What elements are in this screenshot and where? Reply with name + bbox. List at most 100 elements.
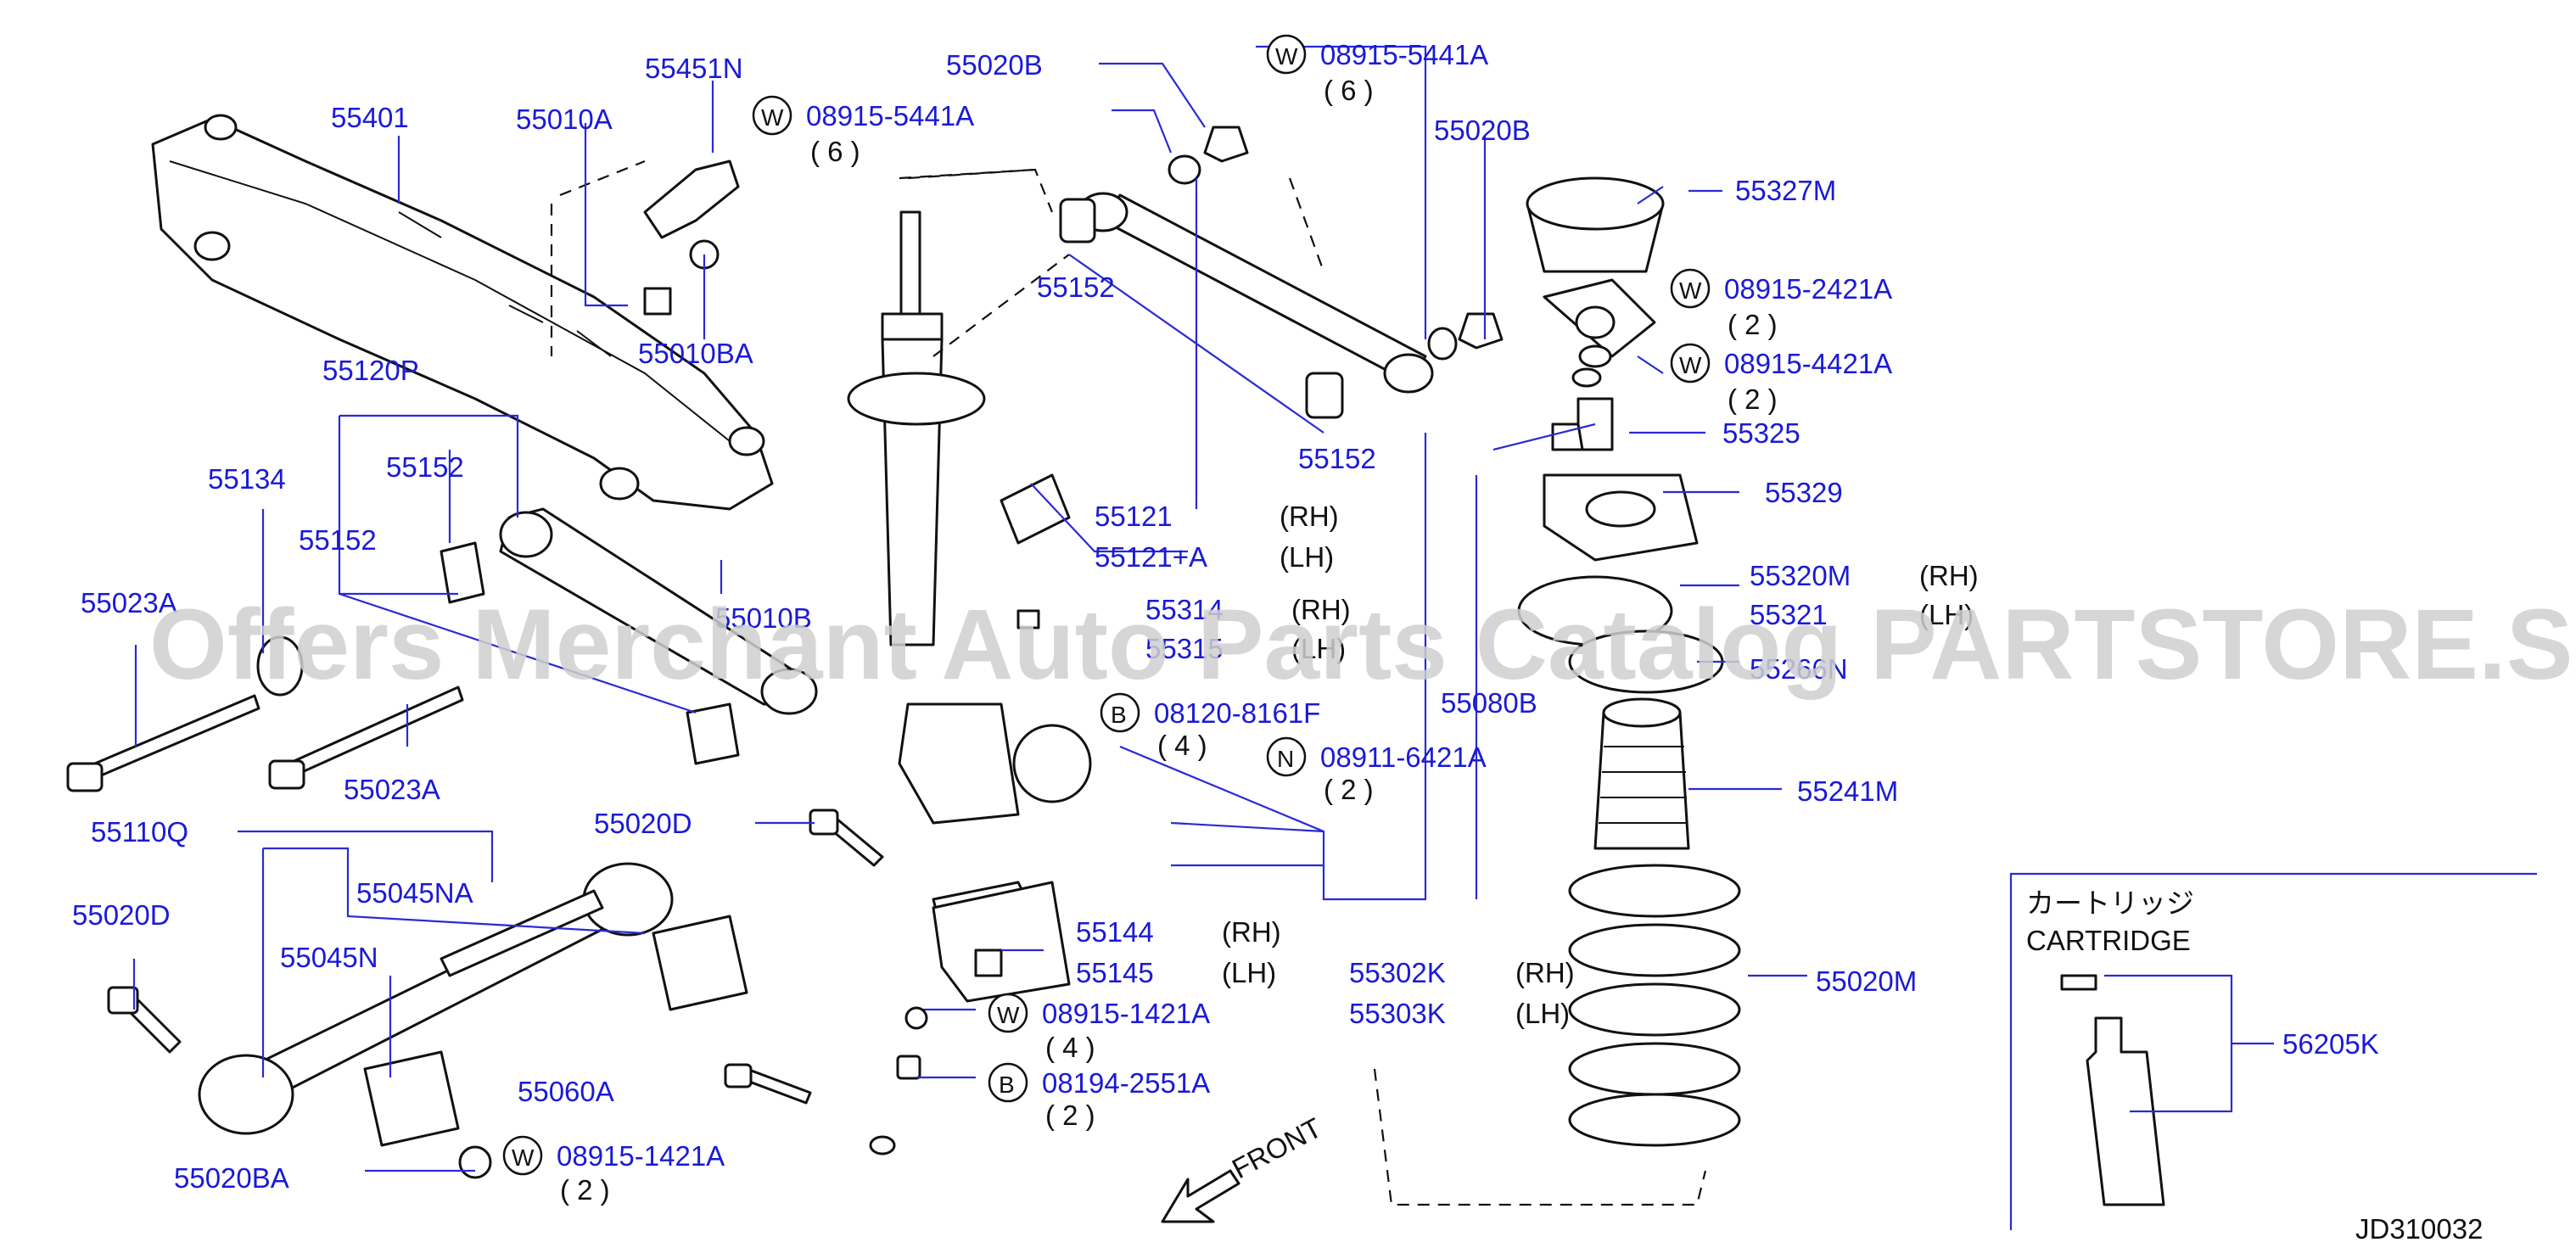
lh-label-55321: (LH)	[1919, 599, 1974, 630]
label-55121: 55121	[1095, 501, 1173, 532]
label-55303k: 55303K	[1349, 998, 1446, 1029]
label-55152-a: 55152	[386, 451, 464, 483]
label-55045n: 55045N	[280, 942, 378, 973]
fastener-code: W	[997, 1002, 1020, 1028]
bracket-55314-drawing	[1000, 473, 1071, 630]
label-55020ba: 55020BA	[174, 1162, 289, 1194]
label-55020d-b: 55020D	[594, 808, 692, 839]
label-55010b: 55010B	[715, 602, 812, 634]
upper-arm-drawing	[256, 507, 818, 765]
fastener-part: 08915-1421A	[557, 1140, 725, 1172]
fastener-part: 08911-6421A	[1320, 741, 1487, 773]
lower-link-drawing	[198, 862, 748, 1179]
bolts-55020d-drawing	[107, 809, 884, 1105]
label-55320m: 55320M	[1750, 560, 1851, 591]
label-55152-c: 55152	[1037, 271, 1115, 303]
fastener-code: B	[999, 1072, 1015, 1098]
fastener-qty: ( 2 )	[1728, 309, 1778, 340]
rh-label-55144: (RH)	[1222, 916, 1281, 948]
fastener-qty: ( 2 )	[560, 1174, 610, 1206]
diagram-id: JD310032	[2355, 1213, 2483, 1245]
side-labels: (RH) (LH) (RH) (LH) (RH) (LH) (RH) (LH) …	[1222, 501, 1979, 1029]
label-55010a: 55010A	[516, 104, 613, 135]
label-55451n: 55451N	[645, 53, 743, 84]
rh-label-55320m: (RH)	[1919, 560, 1979, 591]
label-55121a: 55121+A	[1095, 541, 1207, 573]
fastener-part: 08915-5441A	[806, 100, 974, 131]
fastener-code: W	[761, 104, 784, 131]
fastener-qty: ( 4 )	[1157, 730, 1207, 761]
rh-label-55302k: (RH)	[1515, 957, 1575, 988]
lh-label-55303k: (LH)	[1515, 998, 1570, 1029]
crossmember-drawing	[151, 114, 774, 511]
label-55152-d: 55152	[1298, 443, 1376, 474]
drawing-layer	[66, 114, 2537, 1230]
fastener-code: W	[1275, 43, 1298, 70]
label-55327m: 55327M	[1735, 175, 1836, 206]
upper-mount-drawing	[1517, 176, 1724, 694]
lh-label-55121: (LH)	[1280, 541, 1334, 573]
fastener-part: 08194-2551A	[1042, 1067, 1210, 1099]
label-55241m: 55241M	[1797, 775, 1898, 807]
label-55302k: 55302K	[1349, 957, 1446, 988]
label-55329: 55329	[1765, 477, 1843, 508]
label-55010ba: 55010BA	[638, 338, 753, 369]
rh-label-55121: (RH)	[1280, 501, 1339, 532]
bracket-55144-drawing	[869, 881, 1071, 1155]
label-56205k: 56205K	[2282, 1028, 2379, 1060]
label-55152-b: 55152	[299, 524, 377, 556]
fastener-qty: ( 2 )	[1728, 383, 1778, 415]
lh-label-55315: (LH)	[1291, 633, 1346, 664]
fastener-part: 08915-4421A	[1724, 348, 1892, 379]
front-arrow	[1161, 1169, 1240, 1223]
fastener-qty: ( 2 )	[1324, 774, 1374, 805]
label-55321: 55321	[1750, 599, 1828, 630]
label-55020b-a: 55020B	[946, 49, 1043, 81]
front-label: FRONT	[1227, 1111, 1327, 1184]
label-55080b: 55080B	[1441, 687, 1537, 719]
rh-label-55314: (RH)	[1291, 594, 1351, 625]
label-55023a-b: 55023A	[344, 774, 440, 805]
fastener-code: W	[512, 1144, 535, 1171]
fastener-part: 08915-1421A	[1042, 998, 1210, 1029]
fastener-code: B	[1111, 702, 1127, 728]
watermark: Offers Merchant Auto Parts Catalog PARTS…	[149, 589, 2576, 701]
leader-lines	[132, 45, 2274, 1172]
label-55314: 55314	[1145, 594, 1224, 625]
upper-lateral-link-drawing	[899, 126, 1504, 419]
part-labels: 55401 55010A 55451N 55010BA 55120P 55134…	[72, 49, 2379, 1194]
label-55045na: 55045NA	[356, 877, 473, 909]
cartridge-drawing	[2060, 974, 2165, 1206]
label-55020m: 55020M	[1816, 965, 1917, 997]
bolts-55023a-drawing	[66, 685, 464, 792]
cartridge-label-jp: カートリッジ	[2026, 887, 2194, 919]
label-55110q: 55110Q	[91, 816, 188, 848]
fastener-code: W	[1679, 352, 1702, 378]
fastener-code: W	[1679, 277, 1702, 304]
fastener-part: 08120-8161F	[1154, 697, 1320, 729]
label-55401: 55401	[331, 102, 409, 133]
lh-label-55145: (LH)	[1222, 957, 1276, 988]
label-55023a-a: 55023A	[81, 587, 177, 618]
label-55325: 55325	[1722, 417, 1800, 449]
fastener-qty: ( 2 )	[1045, 1100, 1095, 1131]
cartridge-label-en: CARTRIDGE	[2026, 925, 2191, 956]
fastener-labels: W 08915-5441A ( 6 ) W 08915-5441A ( 6 ) …	[502, 34, 1892, 1206]
cartridge-box-border	[2009, 872, 2537, 1230]
fastener-part: 08915-2421A	[1724, 273, 1892, 305]
fastener-qty: ( 4 )	[1045, 1032, 1095, 1063]
spring-drawing	[1373, 697, 1741, 1206]
label-55266n: 55266N	[1750, 653, 1848, 685]
label-55020b-b: 55020B	[1434, 115, 1531, 146]
label-55145: 55145	[1076, 957, 1154, 988]
label-55020d-a: 55020D	[72, 899, 171, 931]
fastener-code: N	[1277, 746, 1294, 772]
label-55120p: 55120P	[322, 355, 419, 386]
label-55134: 55134	[208, 463, 286, 495]
fastener-part: 08915-5441A	[1320, 39, 1488, 70]
label-55144: 55144	[1076, 916, 1154, 948]
label-55315: 55315	[1145, 633, 1224, 664]
fastener-qty: ( 6 )	[810, 136, 860, 167]
label-55060a: 55060A	[518, 1076, 614, 1107]
